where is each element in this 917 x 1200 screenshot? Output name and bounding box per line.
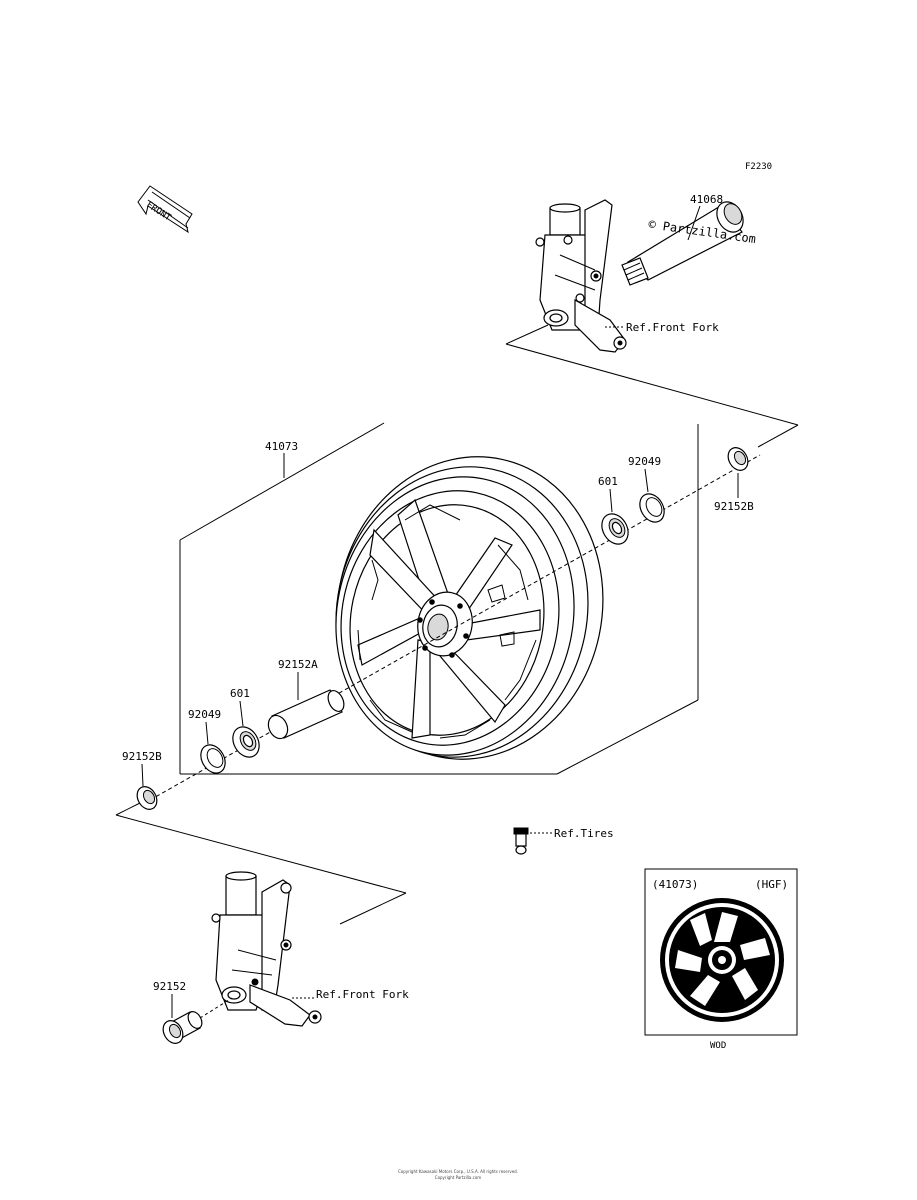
collar-left [136, 786, 158, 810]
label-bearing-left: 601 [230, 687, 250, 700]
label-ref-tires: Ref.Tires [554, 827, 614, 840]
label-collar-right: 92152B [714, 500, 754, 513]
label-bearing-right: 601 [598, 475, 618, 488]
label-collar-left: 92152B [122, 750, 162, 763]
inset-part-number: (41073) [652, 878, 698, 891]
front-axle [621, 201, 744, 286]
front-arrow-icon: FRONT [137, 185, 193, 234]
collar-right [727, 447, 749, 471]
front-fork-right [535, 199, 627, 353]
collar-bottom [162, 1011, 203, 1044]
label-ref-front-fork-top: Ref.Front Fork [626, 321, 719, 334]
wheel-inset: (41073) (HGF) WOD [644, 868, 798, 1051]
front-fork-left [211, 871, 322, 1027]
tire-valve [513, 827, 529, 855]
label-ref-front-fork-bottom: Ref.Front Fork [316, 988, 409, 1001]
footer-line1: Copyright Kawasaki Motors Corp., U.S.A. … [398, 1169, 518, 1174]
seal-right [639, 493, 665, 523]
footer-line2: Copyright Partzilla.com [435, 1175, 482, 1180]
inset-variant-code: (HGF) [755, 878, 788, 891]
inset-color-code: WOD [710, 1041, 726, 1051]
bearing-right [601, 513, 629, 545]
label-wheel: 41073 [265, 440, 298, 453]
label-axle: 41068 [690, 193, 723, 206]
label-seal-left: 92049 [188, 708, 221, 721]
bearing-left [232, 726, 260, 758]
spacer [267, 689, 345, 740]
label-seal-right: 92049 [628, 455, 661, 468]
assembly-outline [115, 324, 799, 925]
diagram-code: F2230 [745, 162, 772, 172]
label-spacer: 92152A [278, 658, 318, 671]
label-collar-bottom: 92152 [153, 980, 186, 993]
seal-left [200, 744, 226, 774]
front-wheel [335, 456, 604, 760]
